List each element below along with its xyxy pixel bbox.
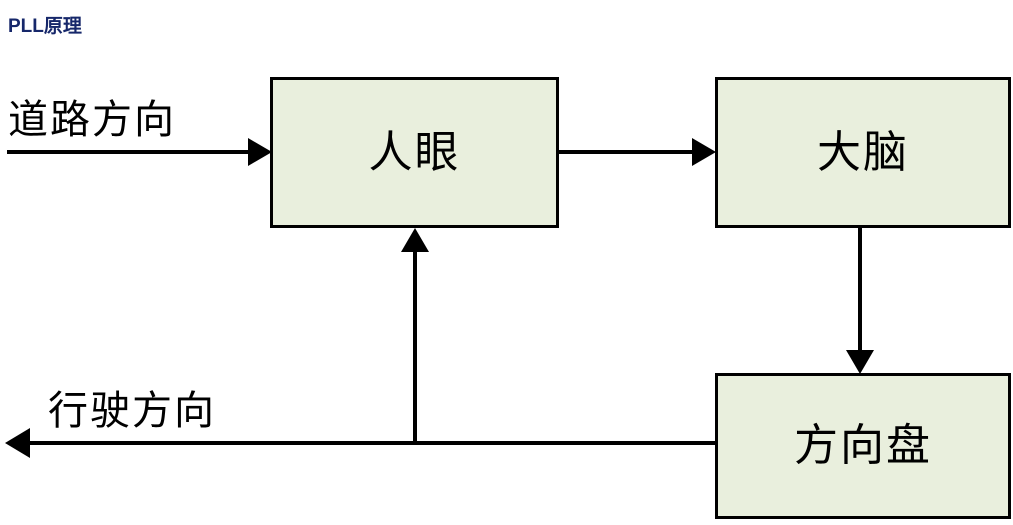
edge-eye-to-brain-arrow <box>559 138 716 166</box>
node-steering-wheel[interactable]: 方向盘 <box>715 373 1011 519</box>
edge-output-arrow <box>5 428 715 458</box>
edge-feedback-arrow <box>401 228 429 443</box>
edge-label-driving-direction: 行驶方向 <box>48 388 216 433</box>
edge-label-road-direction: 道路方向 <box>8 97 176 142</box>
page-title: PLL原理 <box>8 16 82 37</box>
edge-brain-to-wheel-arrow <box>846 228 874 374</box>
node-brain-label: 大脑 <box>817 127 909 177</box>
node-eye-label: 人眼 <box>368 127 461 177</box>
node-brain[interactable]: 大脑 <box>715 77 1011 228</box>
node-steering-wheel-label: 方向盘 <box>794 421 932 470</box>
edge-input-arrow <box>7 138 272 166</box>
node-eye[interactable]: 人眼 <box>270 77 559 228</box>
